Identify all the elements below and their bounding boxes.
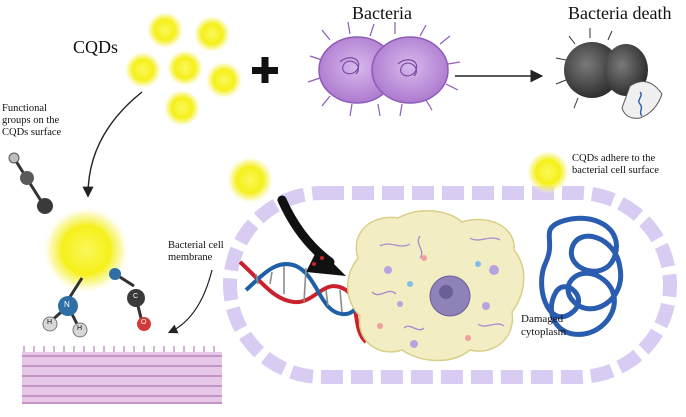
cqd-dot-icon: [146, 11, 184, 49]
bacterial-membrane-label: Bacterial cell membrane: [168, 240, 224, 264]
cqd-adhered-icon: [226, 156, 274, 204]
damaged-cytoplasm-label: Damaged cytoplasm: [521, 313, 566, 338]
cqd-cluster: [124, 11, 243, 127]
membrane-pointer-arrow: [167, 269, 213, 334]
cqd-dot-icon: [205, 61, 243, 99]
carbonyl-group: [109, 268, 151, 331]
bacterial-membrane-line-1: Bacterial cell: [168, 240, 224, 251]
atom-h2-label: H: [77, 325, 83, 332]
membrane-bilayer: [22, 346, 222, 404]
cqd-dot-icon: [166, 49, 204, 87]
atom-h1-label: H: [47, 319, 53, 326]
functional-groups-line-1: Functional: [2, 103, 47, 114]
cqds-label: CQDs: [73, 37, 119, 57]
functional-group-molecule: [8, 152, 53, 214]
functional-groups-line-3: CQDs surface: [2, 127, 62, 139]
atom-c-label: C: [133, 293, 139, 300]
cqd-dot-icon: [193, 15, 231, 53]
amine-group: [42, 277, 88, 338]
cqd-top-right-icon: [526, 150, 570, 194]
dead-bacteria-icon: [555, 28, 663, 119]
bacteria-death-label: Bacteria death: [568, 3, 672, 23]
bacteria-icon: [307, 21, 461, 117]
cqd-large-icon: [42, 206, 130, 294]
damaged-cytoplasm-line-1: Damaged: [521, 313, 564, 325]
cqds-adhere-label: CQDs adhere to the bacterial cell surfac…: [572, 153, 659, 177]
atom-n-label: N: [64, 300, 70, 309]
functional-groups-line-2: groups on the: [2, 115, 60, 127]
cqds-adhere-line-1: CQDs adhere to the: [572, 153, 656, 164]
plus-icon: [252, 57, 278, 83]
plasmid-icon: [539, 215, 624, 337]
cqd-dot-icon: [163, 89, 201, 127]
cqd-dot-icon: [124, 51, 162, 89]
curved-arrow: [82, 91, 143, 198]
functional-groups-label: Functional groups on the CQDs surface: [2, 103, 61, 139]
cytoplasm: [347, 210, 525, 362]
entry-arrow: [277, 195, 346, 276]
cqds-adhere-line-2: bacterial cell surface: [572, 165, 659, 177]
bacterial-membrane-line-2: membrane: [168, 252, 213, 264]
bacteria-label: Bacteria: [352, 3, 412, 23]
damaged-cytoplasm-line-2: cytoplasm: [521, 325, 567, 338]
atom-o-label: O: [141, 319, 147, 326]
